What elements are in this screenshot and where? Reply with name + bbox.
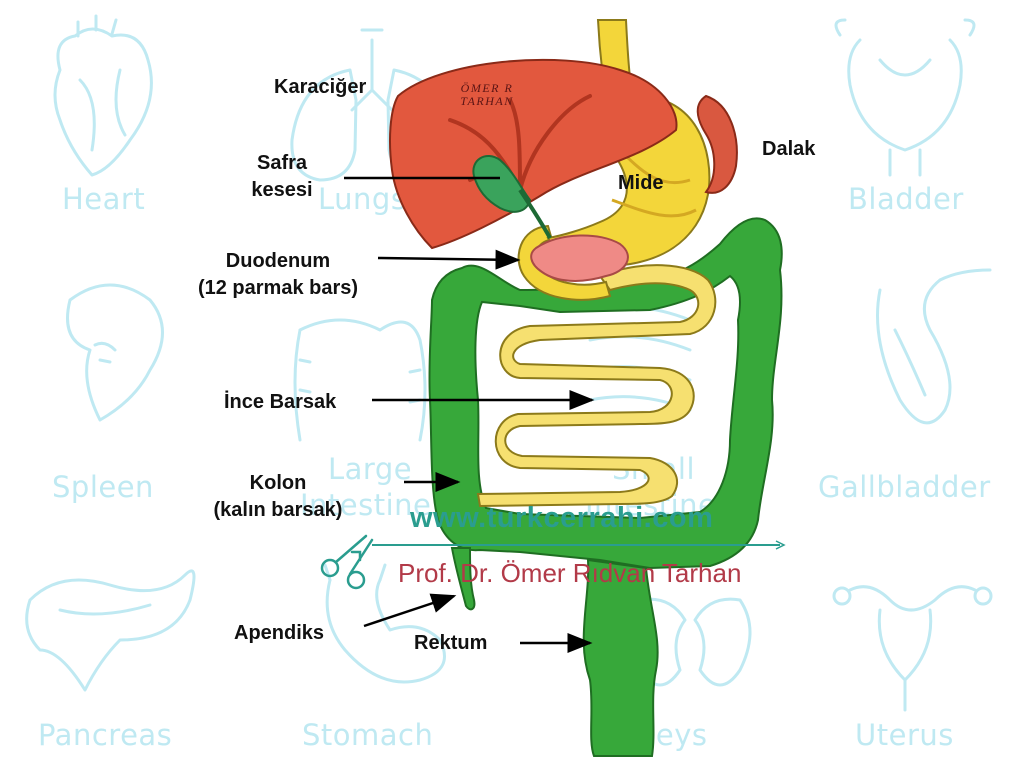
label-duodenum: Duodenum (12 parmak bars) — [176, 248, 380, 302]
watermark-label-stomach: Stomach — [302, 718, 434, 752]
pancreas-shape — [530, 234, 629, 282]
label-karaciger: Karaciğer — [274, 76, 367, 98]
label-dalak: Dalak — [762, 138, 816, 160]
label-apendiks: Apendiks — [234, 622, 325, 644]
stamp-line-1: ÖMER R — [460, 81, 514, 95]
bladder-watermark-icon — [834, 18, 976, 177]
stamp-line-2: TARHAN — [460, 94, 514, 108]
arrow-duodenum — [377, 249, 521, 270]
bile-duct — [518, 188, 552, 239]
watermark-label-pancreas: Pancreas — [38, 718, 173, 752]
arrow-apendiks — [363, 593, 457, 628]
liver-vessels — [448, 94, 592, 192]
label-kolon-line-2: (kalın barsak) — [213, 499, 343, 521]
watermark-label-large-2: Intestine — [300, 488, 432, 522]
heart-watermark-icon — [53, 14, 153, 177]
site-author: Prof. Dr. Ömer Rıdvan Tarhan — [398, 558, 742, 588]
pancreas-watermark-icon — [25, 569, 196, 692]
watermark-label-spleen: Spleen — [52, 470, 154, 504]
appendix-shape — [450, 547, 476, 611]
gallbladder-shape — [472, 155, 532, 213]
spleen-shape — [696, 94, 738, 194]
label-safra-kesesi: Safra kesesi — [236, 150, 328, 204]
watermark-label-heart: Heart — [62, 182, 146, 216]
label-ince-barsak: İnce Barsak — [224, 391, 337, 413]
label-mide: Mide — [618, 172, 664, 194]
watermark-label-uterus: Uterus — [855, 718, 954, 752]
label-safra-line-1: Safra — [256, 152, 308, 174]
site-url: www.turkcerrahi.com — [410, 502, 714, 534]
label-rektum: Rektum — [414, 632, 488, 654]
watermark-label-large-1: Large — [328, 452, 413, 486]
watermark-label-lungs: Lungs — [318, 182, 407, 216]
spleen-watermark-icon — [66, 283, 164, 422]
gallbladder-watermark-icon — [876, 268, 992, 425]
label-duodenum-line-2: (12 parmak bars) — [197, 277, 359, 299]
label-safra-line-2: kesesi — [251, 179, 313, 201]
watermark-label-bladder: Bladder — [848, 182, 964, 216]
uterus-watermark-icon — [832, 585, 993, 712]
label-kolon: Kolon (kalın barsak) — [196, 470, 360, 524]
stomach-watermark-icon — [323, 563, 446, 684]
watermark-label-gallbladder: Gallbladder — [818, 470, 991, 504]
small-intestine-shape — [476, 264, 717, 508]
label-kolon-line-1: Kolon — [249, 472, 307, 494]
author-stamp: ÖMER R TARHAN — [438, 82, 536, 108]
label-duodenum-line-1: Duodenum — [225, 250, 331, 272]
large-intestine-watermark-icon — [293, 318, 427, 442]
